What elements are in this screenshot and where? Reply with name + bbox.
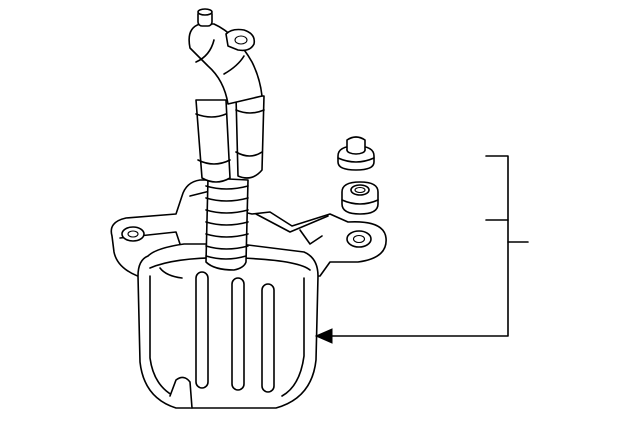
callout-arrowhead [314,328,333,344]
washer-reservoir [137,243,319,409]
filler-neck [205,177,249,271]
grommet-lower [341,181,379,215]
flange-right-bolt-hole [346,230,372,248]
reservoir-rib [195,271,209,389]
reservoir-rib [231,277,245,391]
grommet-upper [337,136,375,171]
upper-bracket-tab [225,28,256,52]
flange-left-bolt-hole [121,226,145,242]
callout-bracket [314,155,529,344]
reservoir-rib [261,283,275,393]
upper-hose [188,8,265,183]
